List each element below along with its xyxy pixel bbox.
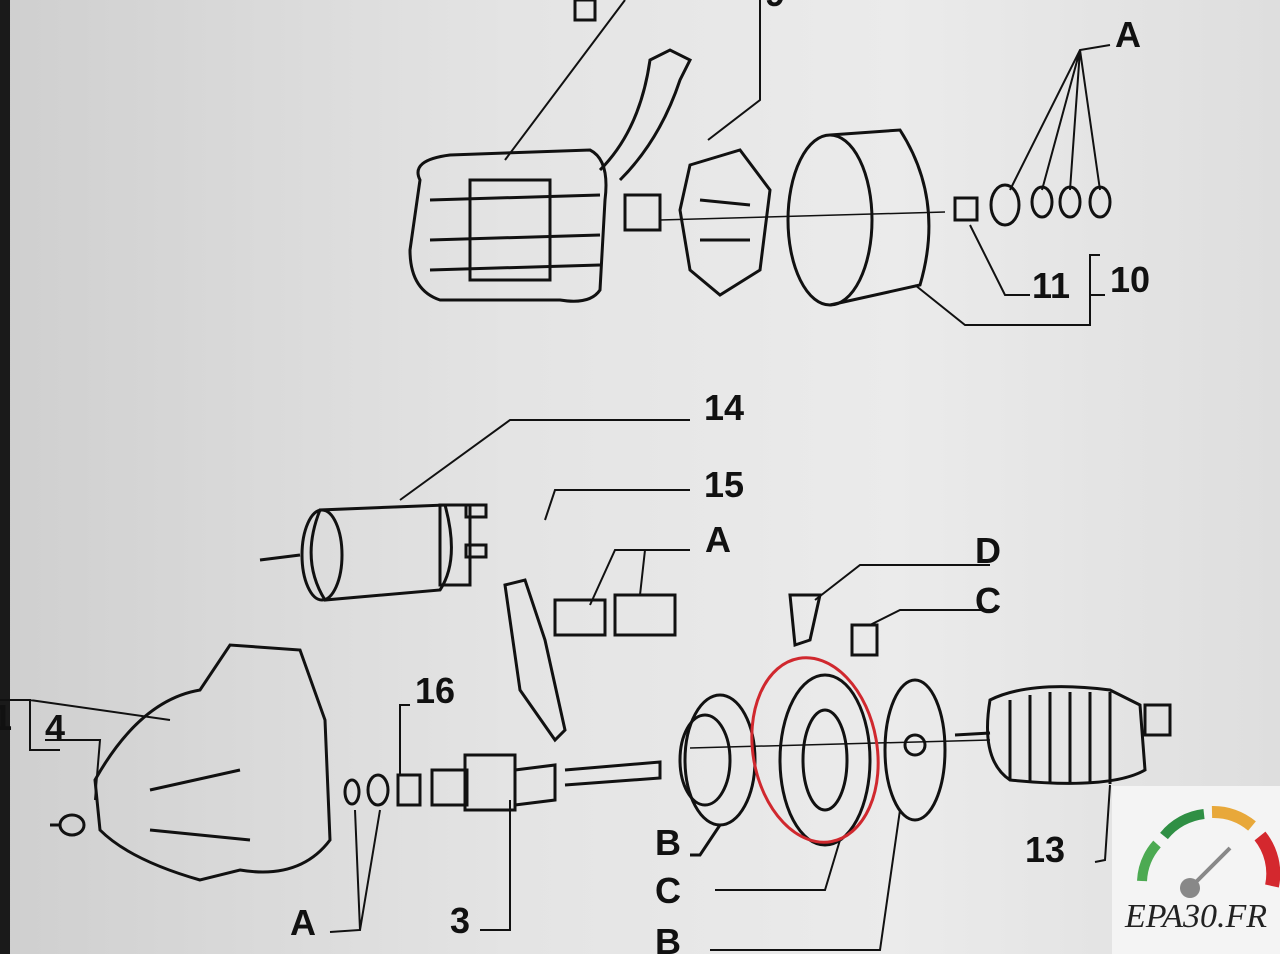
label-1: 1 (0, 697, 12, 738)
monitor-bezel-edge (0, 0, 10, 954)
label-a-top: A (1115, 14, 1141, 55)
label-11: 11 (1032, 265, 1070, 306)
intermediate-bearing-part (683, 693, 757, 827)
block-part (613, 593, 677, 637)
label-a-bottom: A (290, 902, 316, 943)
epa30-logo: EPA30.FR (1112, 786, 1280, 954)
drive-clutch-part (463, 753, 517, 812)
label-16: 16 (415, 670, 455, 711)
end-cap-part (659, 128, 946, 307)
part-d (788, 593, 822, 648)
drive-end-housing-part (50, 643, 332, 882)
label-4: 4 (45, 707, 65, 748)
label-9: 9 (765, 0, 785, 14)
label-c-lower: C (655, 870, 681, 911)
washer-set-top (953, 183, 1112, 227)
label-d: D (975, 530, 1001, 571)
label-15: 15 (704, 464, 744, 505)
label-b-upper: B (655, 822, 681, 863)
logo-text: EPA30.FR (1125, 898, 1267, 935)
planetary-ring-part (778, 673, 872, 847)
label-13: 13 (1025, 829, 1065, 870)
highlight-circle (750, 656, 880, 844)
brush-holder-part (623, 148, 772, 297)
pinion-part (430, 768, 469, 807)
shaft-part (564, 760, 662, 787)
label-3: 3 (450, 900, 470, 941)
label-14: 14 (704, 387, 744, 428)
label-a-mid: A (705, 519, 731, 560)
field-frame-part (408, 0, 693, 303)
solenoid-part (259, 503, 488, 602)
label-b-lower: B (655, 921, 681, 954)
label-c-right: C (975, 580, 1001, 621)
shift-lever-part (503, 578, 567, 743)
gear-plate-part (883, 678, 947, 822)
label-10: 10 (1110, 259, 1150, 300)
armature-part (954, 685, 1172, 785)
clip-part (553, 598, 607, 637)
part-c-small (850, 623, 879, 657)
speedometer-icon (1137, 806, 1280, 898)
